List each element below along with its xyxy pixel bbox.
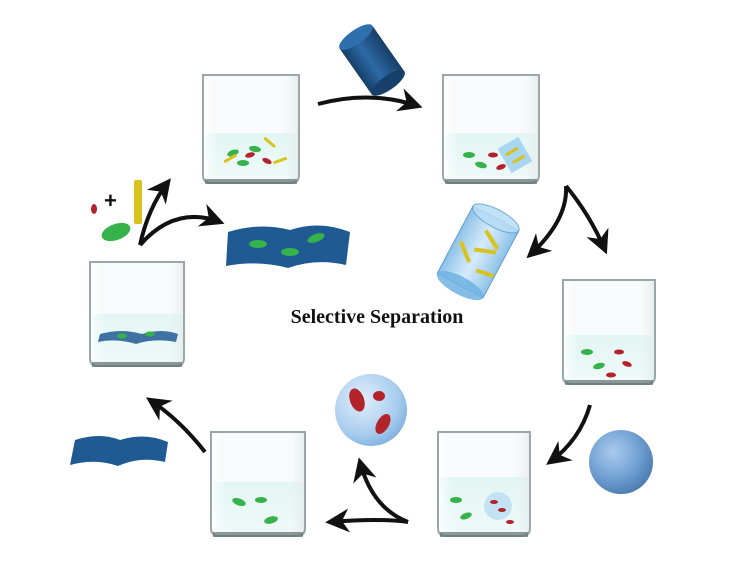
yellow-rod-icon xyxy=(134,180,142,224)
arrow-step-5 xyxy=(146,397,207,454)
arrow-step-2b xyxy=(526,185,569,259)
blue-sheet-icon xyxy=(70,436,168,466)
beaker-green-only xyxy=(210,431,306,537)
loaded-sphere-icon xyxy=(335,374,407,446)
beaker-with-sheet xyxy=(89,261,185,367)
beaker-with-sphere xyxy=(437,431,531,537)
arrow-step-1 xyxy=(317,88,423,112)
blue-sphere-icon xyxy=(589,430,653,494)
arrow-step-4a xyxy=(325,508,409,533)
red-particle-icon xyxy=(91,204,97,214)
loaded-cylinder-icon xyxy=(436,203,520,301)
arrow-step-6a xyxy=(138,178,171,246)
blue-cylinder-icon xyxy=(339,24,405,96)
arrow-step-6b xyxy=(138,203,225,247)
beaker-with-cylinder xyxy=(442,74,540,184)
green-particle-icon xyxy=(101,222,131,242)
blue-sheet-loaded-icon xyxy=(226,225,350,268)
released-particles-group: + xyxy=(91,180,142,242)
beaker-after-rod-removal xyxy=(562,279,656,385)
arrow-step-3 xyxy=(546,404,592,465)
arrow-step-2a xyxy=(564,184,609,255)
beaker-mixed-solution xyxy=(202,74,300,184)
plus-sign: + xyxy=(104,188,117,213)
arrow-step-4b xyxy=(353,457,409,524)
